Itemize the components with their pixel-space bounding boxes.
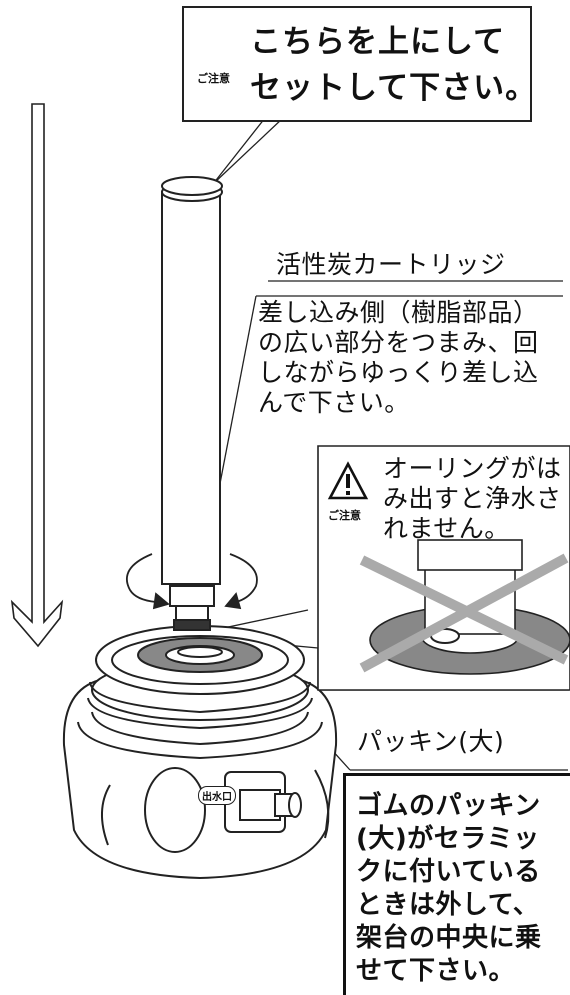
oring-detail: [317, 445, 570, 691]
packing-note-line: 架台の中央に乗: [356, 923, 542, 953]
cartridge-label: 活性炭カートリッジ: [276, 250, 506, 279]
top-callout-line-2: セットして下さい。: [250, 70, 538, 106]
packing-note-line: せて下さい。: [356, 956, 516, 986]
instruction-line: 差し込み側（樹脂部品）: [258, 298, 539, 327]
oring-note-line: み出すと浄水さ: [383, 484, 562, 513]
packing-note-line: ゴムのパッキン: [356, 791, 541, 821]
caution-label: ご注意: [328, 509, 361, 522]
oring-note-line: オーリングがは: [383, 454, 562, 483]
carbon-cartridge: [161, 182, 223, 631]
oring-note: オーリングがは み出すと浄水さ れません。: [383, 454, 562, 544]
packing-note-box: ゴムのパッキン (大)がセラミッ クに付いている ときは外して、 架台の中央に乗…: [343, 773, 570, 995]
caution-label: ご注意: [197, 72, 230, 85]
filter-base: [62, 625, 338, 880]
instruction-line: んで下さい。: [258, 388, 410, 417]
oring-note-line: れません。: [383, 514, 510, 543]
packing-note-line: (大)がセラミッ: [356, 824, 540, 854]
packing-note-line: ときは外して、: [356, 890, 540, 920]
top-callout: [182, 6, 532, 122]
packing-label: パッキン(大): [357, 727, 505, 756]
insert-instruction: 差し込み側（樹脂部品） の広い部分をつまみ、回 しながらゆっくり差し込 んで下さ…: [258, 298, 539, 418]
down-arrow-icon: [10, 103, 64, 648]
warning-icon: [327, 461, 369, 500]
top-callout-line-1: こちらを上にして: [250, 24, 506, 60]
instruction-line: の広い部分をつまみ、回: [258, 328, 539, 357]
cartridge-top-cap: [161, 176, 223, 196]
instruction-line: しながらゆっくり差し込: [258, 358, 539, 387]
outlet-label: 出水口: [198, 786, 236, 805]
packing-note-line: クに付いている: [356, 857, 541, 887]
rotate-arrows-icon: [125, 553, 258, 610]
